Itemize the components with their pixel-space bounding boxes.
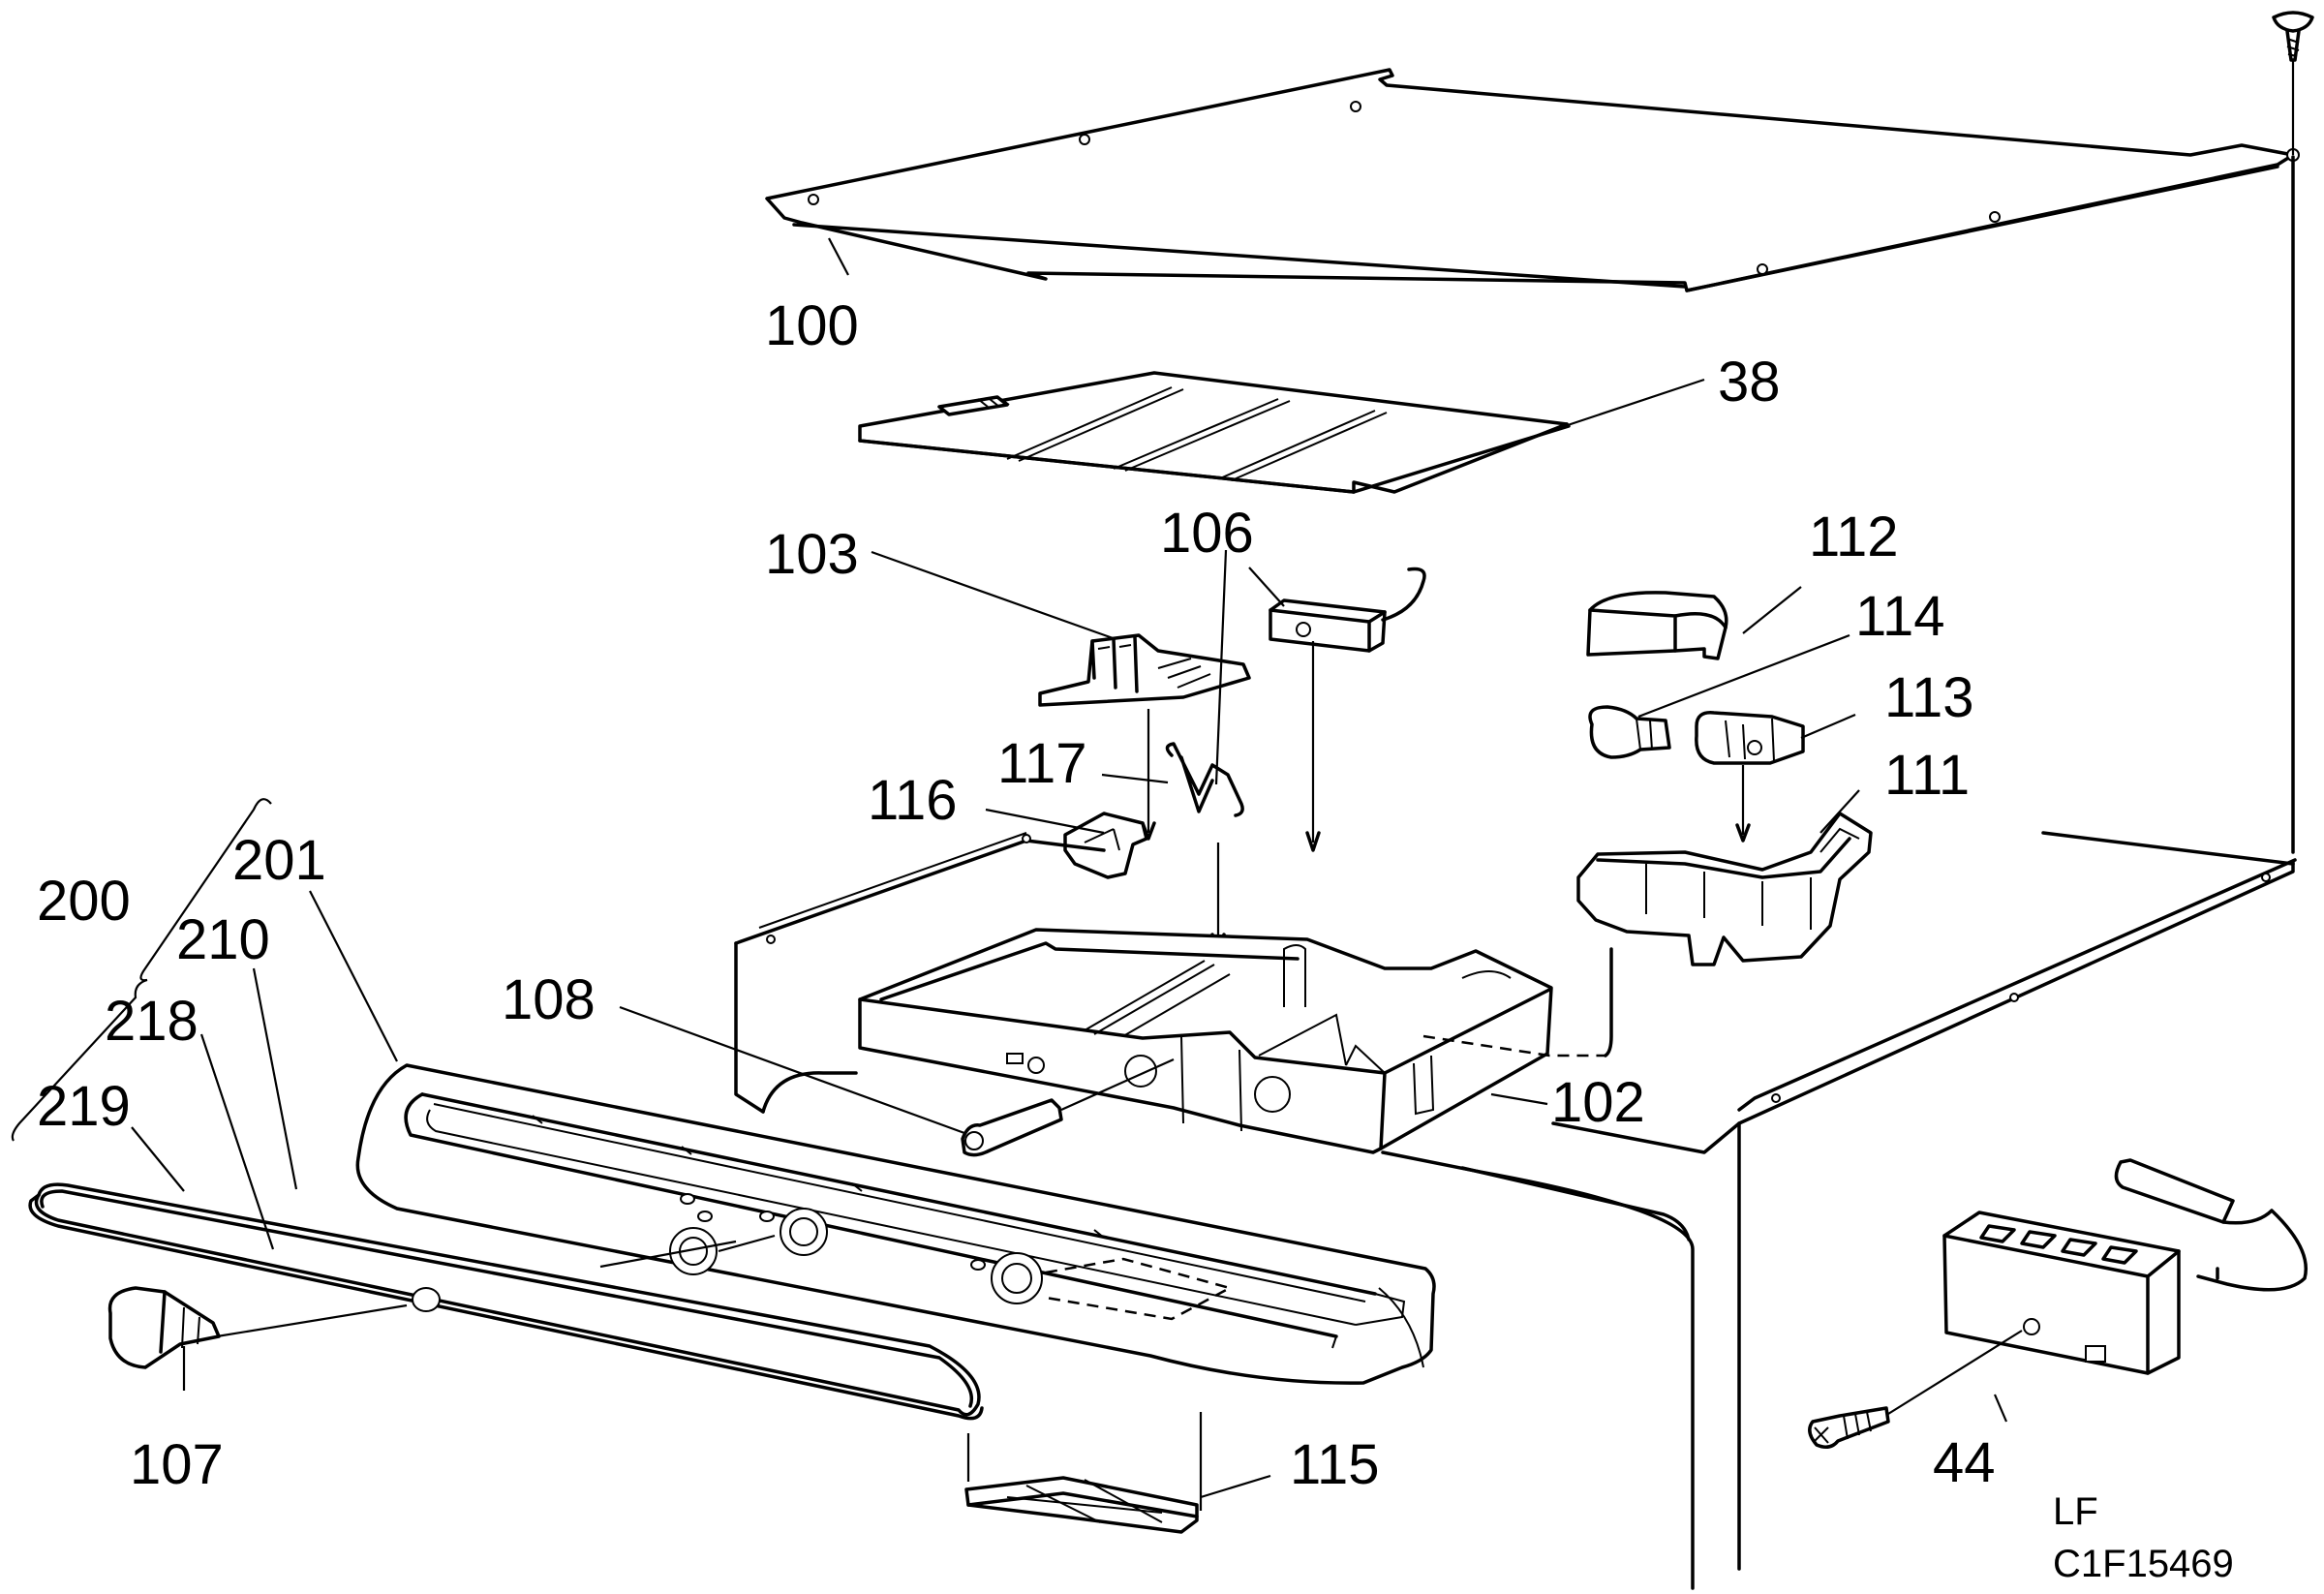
part-111-lamp-housing xyxy=(1576,812,1873,966)
callout-219: 219 xyxy=(37,1075,131,1138)
part-117-spring-clip xyxy=(1165,742,1244,953)
callout-111: 111 xyxy=(1884,744,1970,807)
corner-code: LF xyxy=(2053,1490,2098,1533)
callout-107: 107 xyxy=(130,1433,224,1496)
drawing-id: C1F15469 xyxy=(2053,1543,2234,1585)
part-107-knob xyxy=(107,1286,221,1391)
callout-218: 218 xyxy=(105,990,199,1053)
callout-labels: 100 38 103 106 112 114 113 111 117 116 2… xyxy=(37,294,1996,1496)
callout-102: 102 xyxy=(1551,1071,1645,1134)
callout-44: 44 xyxy=(1933,1431,1996,1494)
part-113-lamp-socket xyxy=(1695,711,1805,843)
screw-icon xyxy=(2272,11,2314,155)
callout-116: 116 xyxy=(868,769,957,832)
part-201-control-panel xyxy=(355,1063,1436,1385)
callout-117: 117 xyxy=(997,732,1086,795)
part-44-terminal-cover xyxy=(1808,1158,2308,1449)
callout-113: 113 xyxy=(1884,666,1973,729)
group-bracket-200 xyxy=(11,798,272,1142)
callout-leaders xyxy=(131,237,2008,1499)
part-103-terminal-block xyxy=(1038,633,1251,841)
callout-210: 210 xyxy=(176,908,270,971)
callout-114: 114 xyxy=(1855,585,1944,648)
callout-108: 108 xyxy=(502,968,596,1031)
cabinet-outline xyxy=(1381,155,2297,1590)
part-102-control-housing xyxy=(734,832,1613,1154)
callout-106: 106 xyxy=(1160,502,1254,565)
callout-200: 200 xyxy=(37,870,131,933)
callout-112: 112 xyxy=(1809,506,1898,568)
callout-103: 103 xyxy=(765,523,859,586)
part-218-219-trim xyxy=(28,1182,984,1482)
part-38-inner-panel xyxy=(858,371,1571,494)
callout-115: 115 xyxy=(1290,1433,1379,1496)
part-115-grille xyxy=(964,1412,1203,1534)
part-100-top-cover xyxy=(765,68,2300,292)
part-106-thermostat xyxy=(1269,567,1426,852)
part-108-pin xyxy=(961,1058,1175,1157)
part-114-bulb xyxy=(1588,705,1671,759)
callout-38: 38 xyxy=(1718,351,1781,414)
callout-201: 201 xyxy=(232,829,326,892)
part-112-lamp-cover xyxy=(1586,591,1728,660)
callout-100: 100 xyxy=(765,294,859,357)
